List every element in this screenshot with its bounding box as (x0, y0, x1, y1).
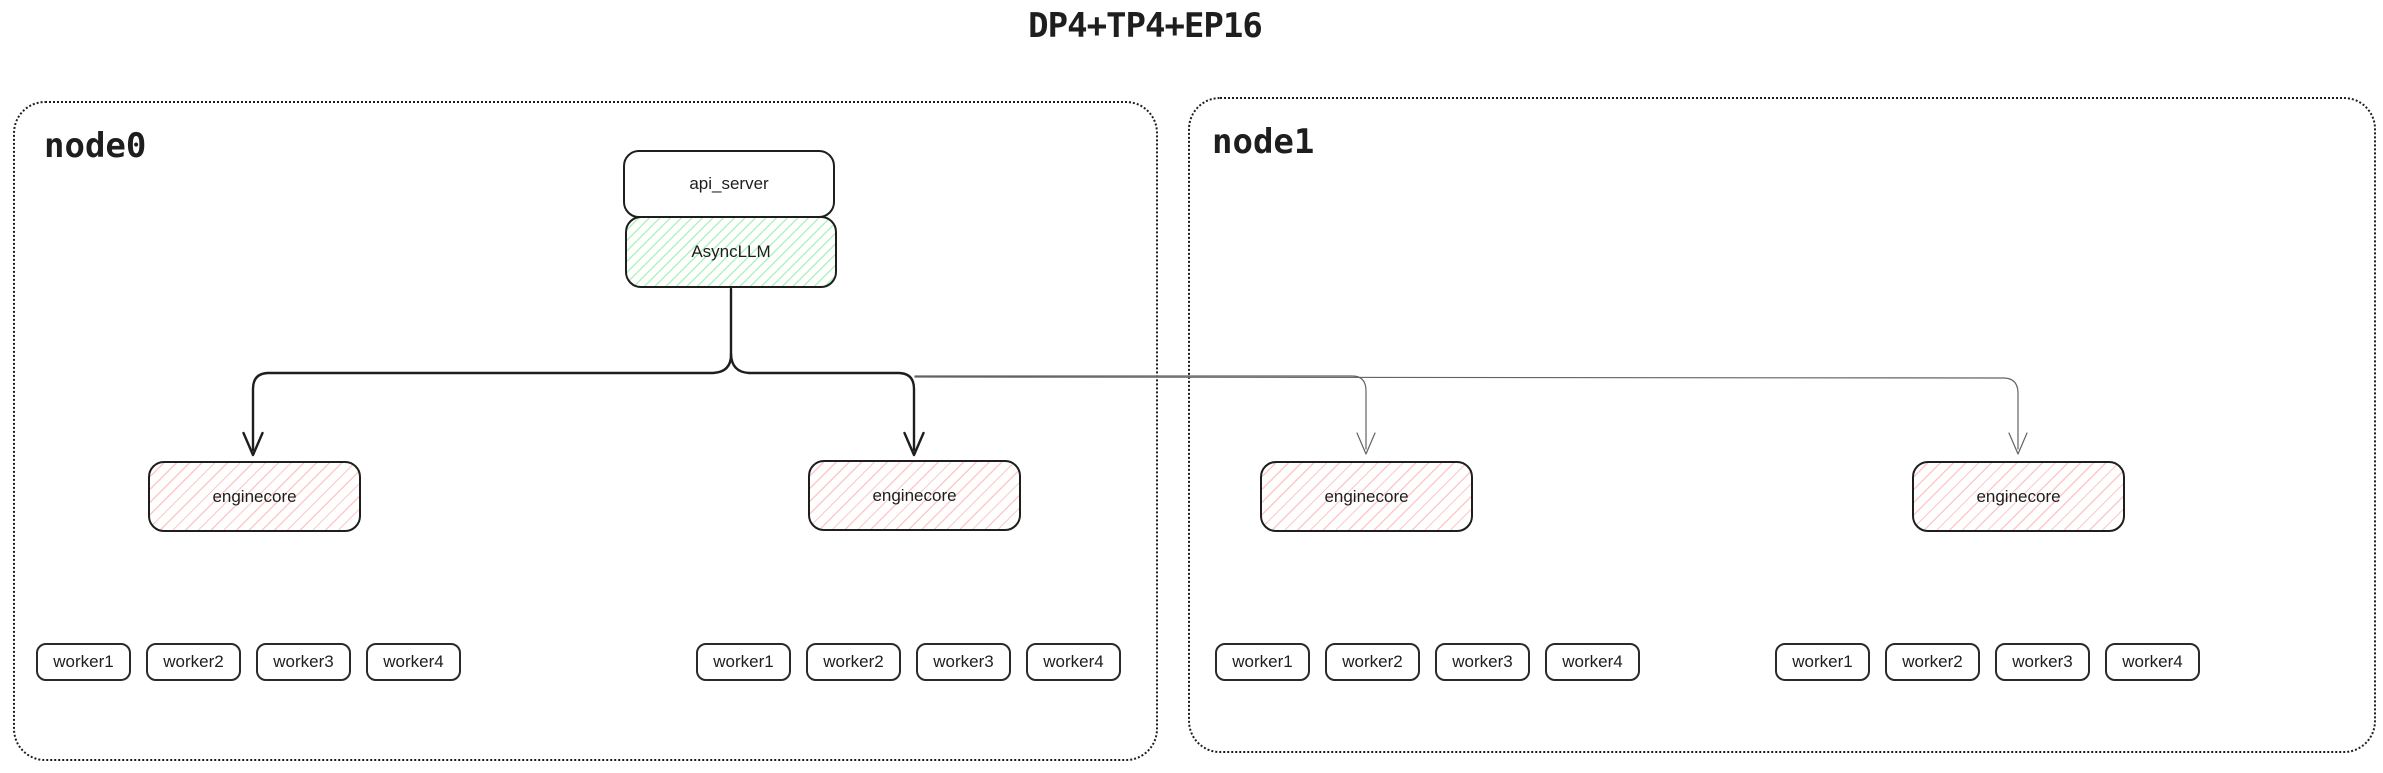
enginecore-box-node1-2: enginecore (1912, 461, 2125, 532)
worker-box: worker3 (256, 643, 351, 681)
worker-box: worker2 (806, 643, 901, 681)
worker-box: worker1 (696, 643, 791, 681)
worker-box: worker2 (146, 643, 241, 681)
node1-label: node1 (1212, 122, 1315, 162)
worker-box: worker3 (1435, 643, 1530, 681)
enginecore-label: enginecore (1976, 486, 2061, 506)
api-server-label: api_server (689, 174, 769, 193)
diagram-title: DP4+TP4+EP16 (1028, 6, 1263, 46)
node0-label: node0 (44, 126, 147, 166)
worker-box: worker3 (916, 643, 1011, 681)
asyncllm-box: AsyncLLM (625, 216, 837, 288)
worker-box: worker4 (1545, 643, 1640, 681)
enginecore-label: enginecore (212, 486, 297, 506)
enginecore-label: enginecore (872, 485, 957, 505)
worker-box: worker4 (366, 643, 461, 681)
enginecore-box-node0-2: enginecore (808, 460, 1021, 531)
enginecore-box-node1-1: enginecore (1260, 461, 1473, 532)
asyncllm-label: AsyncLLM (691, 242, 771, 261)
worker-box: worker4 (1026, 643, 1121, 681)
enginecore-box-node0-1: enginecore (148, 461, 361, 532)
worker-box: worker2 (1325, 643, 1420, 681)
api-server-box: api_server (623, 150, 835, 218)
enginecore-label: enginecore (1324, 486, 1409, 506)
worker-box: worker1 (1775, 643, 1870, 681)
worker-box: worker2 (1885, 643, 1980, 681)
worker-box: worker4 (2105, 643, 2200, 681)
worker-box: worker1 (1215, 643, 1310, 681)
worker-box: worker1 (36, 643, 131, 681)
worker-box: worker3 (1995, 643, 2090, 681)
